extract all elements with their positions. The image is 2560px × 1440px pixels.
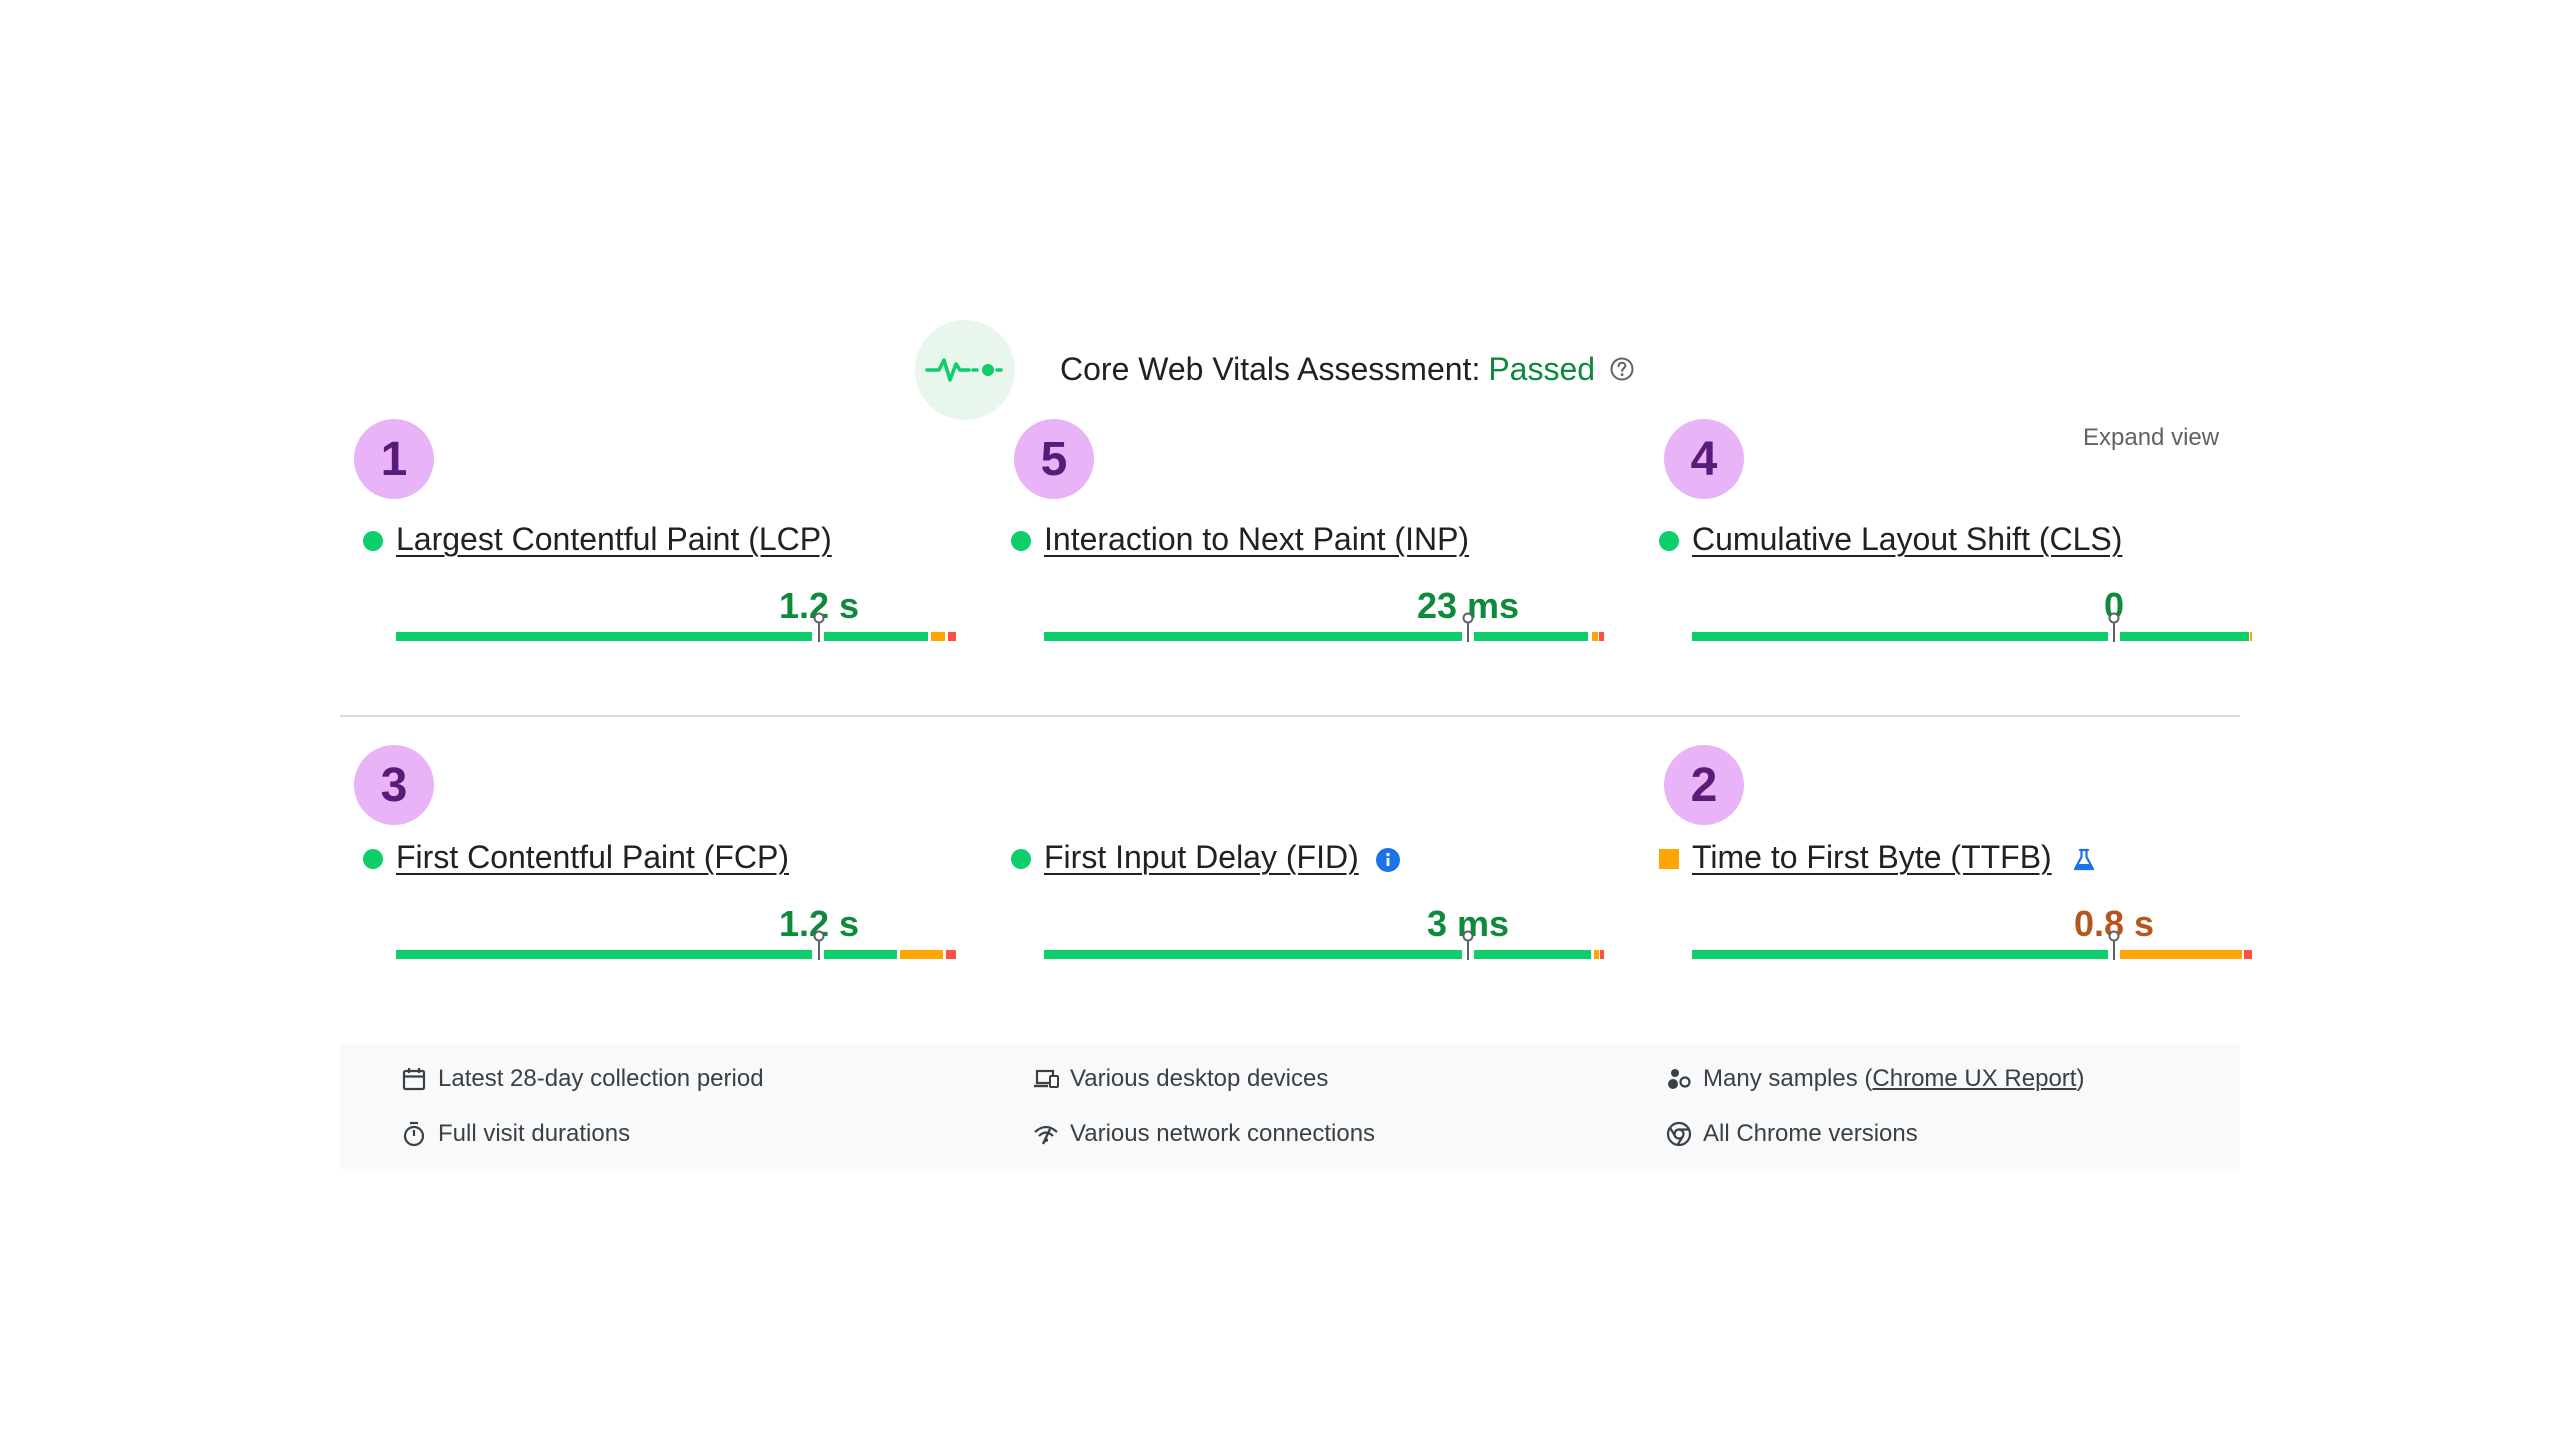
good-status-dot [1011,531,1031,551]
good-status-dot [363,849,383,869]
metric-lcp-distribution-bar [396,612,956,642]
metric-lcp-name[interactable]: Largest Contentful Paint (LCP) [396,521,832,557]
footer-devices: Various desktop devices [1032,1065,1328,1093]
percentile-marker-icon [1462,612,1474,642]
metric-fcp-name[interactable]: First Contentful Paint (FCP) [396,839,789,875]
metric-fcp-distribution-bar [396,930,956,960]
metric-fcp: First Contentful Paint (FCP) 1.2 s [363,839,956,989]
flask-icon[interactable] [2071,847,2097,873]
good-status-dot [1011,849,1031,869]
badge-2: 2 [1664,745,1744,825]
metric-inp-name[interactable]: Interaction to Next Paint (INP) [1044,521,1470,557]
percentile-marker-icon [2108,612,2120,642]
assessment-heading: Core Web Vitals Assessment: Passed [1060,347,1635,391]
assessment-title: Core Web Vitals Assessment: [1060,350,1481,387]
metric-fid-distribution-bar [1044,930,1604,960]
metric-ttfb-name[interactable]: Time to First Byte (TTFB) [1692,839,2052,875]
metric-inp: Interaction to Next Paint (INP) 23 ms [1011,521,1604,671]
footer-samples-label: Many samples ( [1703,1065,1873,1092]
timer-icon [400,1120,428,1148]
info-icon[interactable] [1375,847,1401,873]
assessment-status: Passed [1488,350,1596,387]
footer-chrome-versions: All Chrome versions [1665,1120,1918,1148]
footer-samples-label-end: ) [2076,1065,2085,1092]
network-icon [1032,1120,1060,1148]
footer-collection-period-label: Latest 28-day collection period [438,1065,764,1092]
badge-5: 5 [1014,419,1094,499]
chrome-ux-report-link[interactable]: Chrome UX Report [1872,1065,2077,1092]
percentile-marker-icon [813,612,825,642]
footer-chrome-versions-label: All Chrome versions [1703,1120,1918,1147]
help-circle-icon[interactable] [1609,356,1635,382]
metric-fid: First Input Delay (FID) 3 ms [1011,839,1604,989]
expand-view-link[interactable]: Expand view [2083,424,2220,451]
needs-improvement-square [1659,849,1679,869]
heartbeat-icon [915,320,1015,420]
percentile-marker-icon [2108,930,2120,960]
metric-inp-distribution-bar [1044,612,1604,642]
badge-3: 3 [354,745,434,825]
footer-samples: Many samples (Chrome UX Report) [1665,1065,2084,1093]
metric-lcp: Largest Contentful Paint (LCP) 1.2 s [363,521,956,671]
calendar-icon [400,1065,428,1093]
footer-collection-period: Latest 28-day collection period [400,1065,764,1093]
badge-4: 4 [1664,419,1744,499]
footer-devices-label: Various desktop devices [1070,1065,1329,1092]
badge-1: 1 [354,419,434,499]
footer-visit-durations: Full visit durations [400,1120,630,1148]
samples-icon [1665,1065,1693,1093]
metric-ttfb-distribution-bar [1692,930,2252,960]
metric-cls-name[interactable]: Cumulative Layout Shift (CLS) [1692,521,2123,557]
footer-network: Various network connections [1032,1120,1375,1148]
devices-icon [1032,1065,1060,1093]
metric-fid-name[interactable]: First Input Delay (FID) [1044,839,1359,875]
chrome-icon [1665,1120,1693,1148]
good-status-dot [1659,531,1679,551]
good-status-dot [363,531,383,551]
data-source-footer: Latest 28-day collection period Various … [340,1043,2240,1169]
percentile-marker-icon [813,930,825,960]
section-divider [340,715,2240,717]
footer-network-label: Various network connections [1070,1120,1376,1147]
metric-cls-distribution-bar [1692,612,2252,642]
footer-visit-durations-label: Full visit durations [438,1120,631,1147]
metric-ttfb: Time to First Byte (TTFB) 0.8 s [1659,839,2252,989]
metric-cls: Cumulative Layout Shift (CLS) 0 [1659,521,2252,671]
percentile-marker-icon [1462,930,1474,960]
